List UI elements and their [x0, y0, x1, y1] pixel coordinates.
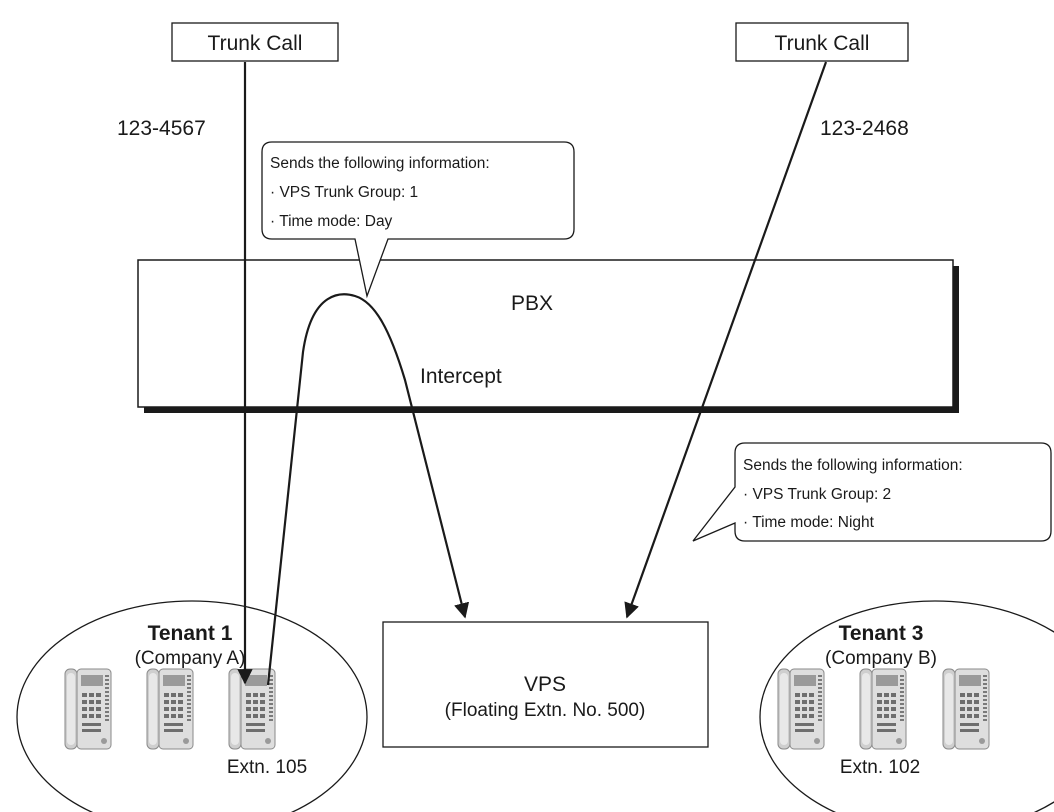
- callout-right-line2: · Time mode: Night: [743, 514, 875, 531]
- trunk-number-left: 123-4567: [117, 117, 206, 140]
- phone-icon: [777, 668, 825, 750]
- trunk-call-box-left: [171, 22, 339, 62]
- callout-top-heading: Sends the following information:: [270, 155, 490, 172]
- phone-icon-extn-102: [859, 668, 907, 750]
- callout-top-line2: · Time mode: Day: [270, 213, 393, 230]
- phone-icon: [64, 668, 112, 750]
- tenant-3-extension: Extn. 102: [840, 757, 920, 778]
- tenant-1-name: Tenant 1: [148, 622, 233, 645]
- callout-right-bubble: [692, 442, 1052, 542]
- trunk-call-box-right: [735, 22, 909, 62]
- vps-box: [382, 621, 709, 748]
- tenant-3-company: (Company B): [825, 648, 937, 669]
- tenant-3-name: Tenant 3: [839, 622, 924, 645]
- intercept-path-arrow: [266, 293, 470, 686]
- tenant-1-extension: Extn. 105: [227, 757, 307, 778]
- callout-right-heading: Sends the following information:: [743, 457, 963, 474]
- callout-top-bubble: [261, 141, 575, 299]
- pbx-label: PBX: [511, 292, 553, 315]
- phone-icon: [942, 668, 990, 750]
- callout-top-line1: · VPS Trunk Group: 1: [270, 184, 418, 201]
- tenant-3-ellipse: [759, 600, 1054, 812]
- pbx-box: [137, 259, 954, 408]
- vps-sublabel: (Floating Extn. No. 500): [445, 700, 646, 721]
- trunk-right-to-vps-arrow: [624, 61, 828, 619]
- tenant-1-company: (Company A): [135, 648, 246, 669]
- intercept-label: Intercept: [420, 365, 502, 388]
- trunk-number-right: 123-2468: [820, 117, 909, 140]
- trunk-call-label-right: Trunk Call: [775, 32, 870, 55]
- callout-right-line1: · VPS Trunk Group: 2: [743, 486, 891, 503]
- trunk-call-label-left: Trunk Call: [208, 32, 303, 55]
- vps-label: VPS: [524, 673, 566, 696]
- phone-icon: [146, 668, 194, 750]
